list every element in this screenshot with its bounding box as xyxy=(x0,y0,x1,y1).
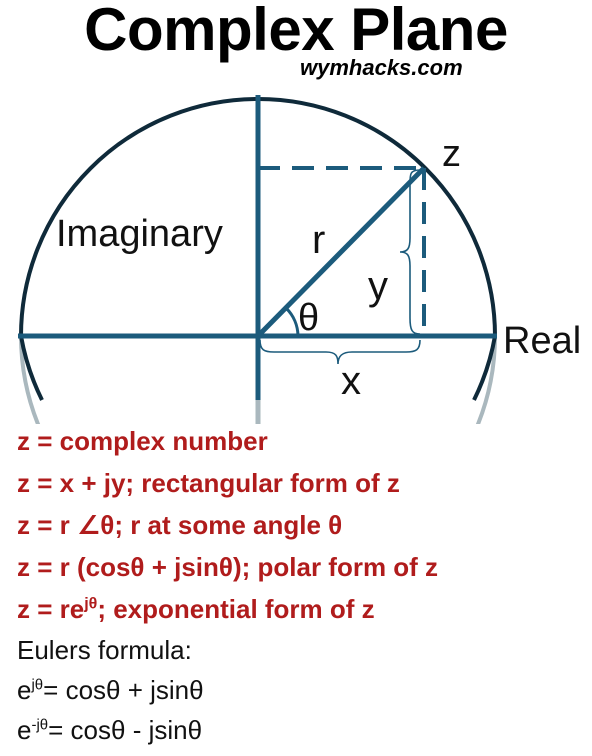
page-title: Complex Plane xyxy=(84,0,508,63)
euler-superscript: jθ xyxy=(31,676,44,694)
euler-heading-text: Eulers formula: xyxy=(17,635,192,665)
euler-line-1: ejθ= cosθ + jsinθ xyxy=(17,670,587,710)
formula-line-2: z = x + jy; rectangular form of z xyxy=(17,462,587,504)
formula-text: ; exponential form of z xyxy=(97,594,375,624)
y-brace xyxy=(399,169,421,335)
formula-text: z = x + jy; rectangular form of z xyxy=(17,468,400,498)
formula-text: z = re xyxy=(17,594,85,624)
website-label: wymhacks.com xyxy=(300,55,463,80)
formula-list: z = complex number z = x + jy; rectangul… xyxy=(17,420,587,750)
formula-line-4: z = r (cosθ + jsinθ); polar form of z xyxy=(17,546,587,588)
formula-line-5: z = rejθ; exponential form of z xyxy=(17,588,587,630)
formula-text: z = r ∠θ; r at some angle θ xyxy=(17,510,343,540)
formula-line-1: z = complex number xyxy=(17,420,587,462)
theta-label: θ xyxy=(298,297,319,339)
imaginary-axis-label: Imaginary xyxy=(56,213,223,255)
formula-backdrop xyxy=(14,424,534,624)
euler-line-2: e-jθ= cosθ - jsinθ xyxy=(17,710,587,750)
x-brace xyxy=(259,339,421,365)
formula-superscript: jθ xyxy=(84,595,98,613)
formula-text: z = r (cosθ + jsinθ); polar form of z xyxy=(17,552,439,582)
formula-text: z = complex number xyxy=(17,426,268,456)
real-axis-label: Real xyxy=(503,320,581,362)
euler-text: e xyxy=(17,715,32,745)
r-label: r xyxy=(312,218,325,262)
x-label: x xyxy=(341,359,361,403)
euler-text: = cosθ + jsinθ xyxy=(43,675,204,705)
radius-line xyxy=(256,166,426,338)
z-point-label: z xyxy=(442,133,461,175)
euler-text: e xyxy=(17,675,32,705)
euler-text: = cosθ - jsinθ xyxy=(48,715,203,745)
euler-superscript: -jθ xyxy=(31,716,49,734)
formula-line-3: z = r ∠θ; r at some angle θ xyxy=(17,504,587,546)
euler-heading: Eulers formula: xyxy=(17,630,587,670)
unit-circle-left-tail xyxy=(19,335,44,401)
y-label: y xyxy=(368,264,388,308)
unit-circle-right-tail xyxy=(472,335,497,401)
theta-arc xyxy=(284,306,300,337)
